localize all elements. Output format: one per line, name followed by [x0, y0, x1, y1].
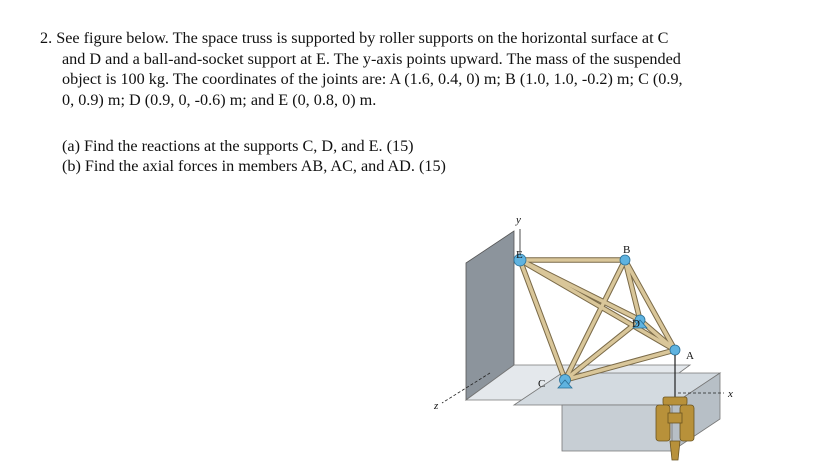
- joint-A: [669, 344, 681, 356]
- label-A: A: [686, 350, 694, 362]
- problem-number: 2.: [40, 29, 53, 47]
- member-CD: [563, 318, 642, 382]
- member-EA: [518, 258, 677, 352]
- step-front: [561, 404, 673, 452]
- part-b: (b) Find the axial forces in members AB,…: [62, 157, 446, 175]
- member-BC: [563, 258, 627, 382]
- problem-line-4: 0, 0.9) m; D (0.9, 0, -0.6) m; and E (0,…: [62, 90, 377, 109]
- member-BD: [623, 258, 642, 322]
- part-a: (a) Find the reactions at the supports C…: [62, 137, 414, 155]
- joint-E: [513, 253, 527, 267]
- problem-line-1: See figure below. The space truss is sup…: [56, 29, 669, 47]
- label-C: C: [538, 378, 545, 390]
- problem-text: 2. See figure below. The space truss is …: [40, 28, 820, 110]
- member-EC: [518, 258, 567, 382]
- z-axis: [441, 372, 491, 404]
- member-AC: [563, 348, 677, 382]
- member-AD: [638, 318, 677, 352]
- label-B: B: [623, 244, 630, 256]
- problem-parts: (a) Find the reactions at the supports C…: [62, 136, 446, 176]
- suspended-object: [655, 396, 695, 461]
- truss-figure: y z x: [420, 205, 760, 463]
- x-axis-label: x: [727, 388, 733, 400]
- label-E: E: [516, 249, 523, 261]
- member-AB: [623, 258, 677, 352]
- y-axis-label: y: [515, 214, 521, 226]
- problem-statement: 2. See figure below. The space truss is …: [40, 28, 820, 110]
- problem-line-3: object is 100 kg. The coordinates of the…: [62, 70, 683, 88]
- z-axis-label: z: [433, 400, 439, 412]
- problem-line-2: and D and a ball-and-socket support at E…: [62, 49, 681, 68]
- label-D: D: [632, 318, 640, 330]
- support-C: [557, 379, 573, 389]
- joint-B: [619, 254, 631, 266]
- truss-diagram: y z x: [433, 214, 733, 461]
- truss-members: [518, 258, 677, 382]
- support-D: [632, 319, 648, 329]
